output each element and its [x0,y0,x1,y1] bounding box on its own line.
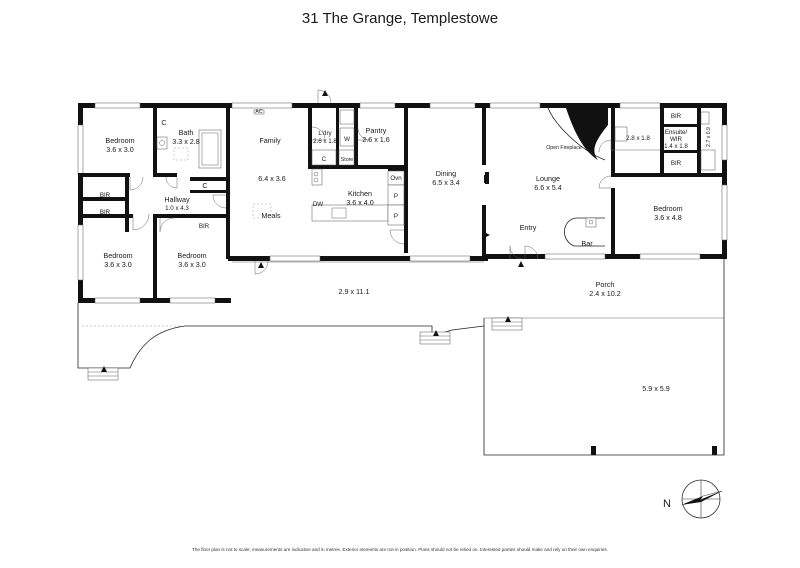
bedroom-s-name: Bedroom [177,251,206,260]
dishwasher-label: DW [313,201,323,208]
door-marker-dining [485,172,489,184]
compass: N [663,479,723,519]
store-label: Store [341,157,354,163]
bedroom-sw-size: 3.6 x 3.0 [104,260,132,269]
hallway-size: 1.0 x 4.3 [165,205,189,212]
dining-size: 6.5 x 3.4 [432,178,460,187]
oven-label: Ovn [390,175,402,182]
disclaimer-text: The floor plan is not to scale; measurem… [192,547,608,552]
bir-ensuite-top-label: BIR [671,113,682,120]
family-size: 6.4 x 3.6 [258,174,286,183]
washer-label: W [344,136,350,143]
interior-walls [78,103,726,302]
ensuite-size: 1.4 x 1.8 [664,143,688,150]
door-marker-entry [518,261,524,267]
outdoor-outlines [77,257,725,456]
bedroom-nw-name: Bedroom [105,136,134,145]
bar-label: Bar [581,239,593,248]
bath-name: Bath [179,128,194,137]
compass-north-label: N [663,498,671,510]
kitchen-name: Kitchen [348,189,372,198]
terrace-size: 2.9 x 11.1 [338,287,369,296]
plan-title: 31 The Grange, Templestowe [302,10,498,27]
bir-west-1-label: BIR [100,192,111,199]
room-2-7-size: 2.7 x 0.9 [706,127,712,147]
dining-name: Dining [436,169,456,178]
room-labels: Bedroom 3.6 x 3.0 Bath 3.3 x 2.8 C AC Fa… [100,109,712,393]
door-marker-lounge [484,232,490,238]
lounge-name: Lounge [536,174,560,183]
bedroom-nw-size: 3.6 x 3.0 [106,145,134,154]
family-name: Family [259,136,281,145]
lounge-size: 6.6 x 5.4 [534,183,562,192]
bir-ensuite-bottom-label: BIR [671,160,682,167]
pantry-name: Pantry [366,126,387,135]
entry-label: Entry [520,223,537,232]
fixtures [156,109,716,226]
garage-size: 5.9 x 5.9 [642,384,670,393]
ensuite-name: Ensuite/ [665,129,688,136]
bedroom-e-size: 3.6 x 4.8 [654,213,682,222]
kitchen-size: 3.6 x 4.0 [346,198,374,207]
hallway-name: Hallway [164,195,190,204]
bir-south-label: BIR [199,223,210,230]
porch-size: 2.4 x 10.2 [589,289,621,298]
bedroom-e-name: Bedroom [653,204,682,213]
laundry-name: L'dry [318,130,332,137]
pantry-cupboard-1-label: P [394,193,398,200]
porch-name: Porch [596,280,615,289]
cupboard-laundry-label: C [322,156,327,163]
meals-label: Meals [261,211,281,220]
step-marker-terrace [419,330,451,345]
room-2-8-size: 2.8 x 1.8 [626,135,650,142]
bedroom-sw-name: Bedroom [103,251,132,260]
door-marker-family [258,262,264,268]
pantry-cupboard-2-label: P [394,213,398,220]
cupboard-hall-label: C [202,181,207,190]
door-swings [129,89,612,275]
bath-size: 3.3 x 2.8 [172,137,200,146]
fireplace-label: Open Fireplace [546,145,582,151]
laundry-size: 2.6 x 1.8 [313,138,337,145]
ensuite-name-2: WIR [670,136,683,143]
ac-label: AC [255,109,262,115]
door-marker-laundry [322,90,328,96]
bir-west-2-label: BIR [100,209,111,216]
pantry-size: 2.6 x 1.6 [362,135,390,144]
step-marker-porch [491,316,523,331]
windows [77,102,728,304]
cupboard-bath-label: C [161,118,166,127]
bedroom-s-size: 3.6 x 3.0 [178,260,206,269]
step-marker-west [87,366,119,381]
